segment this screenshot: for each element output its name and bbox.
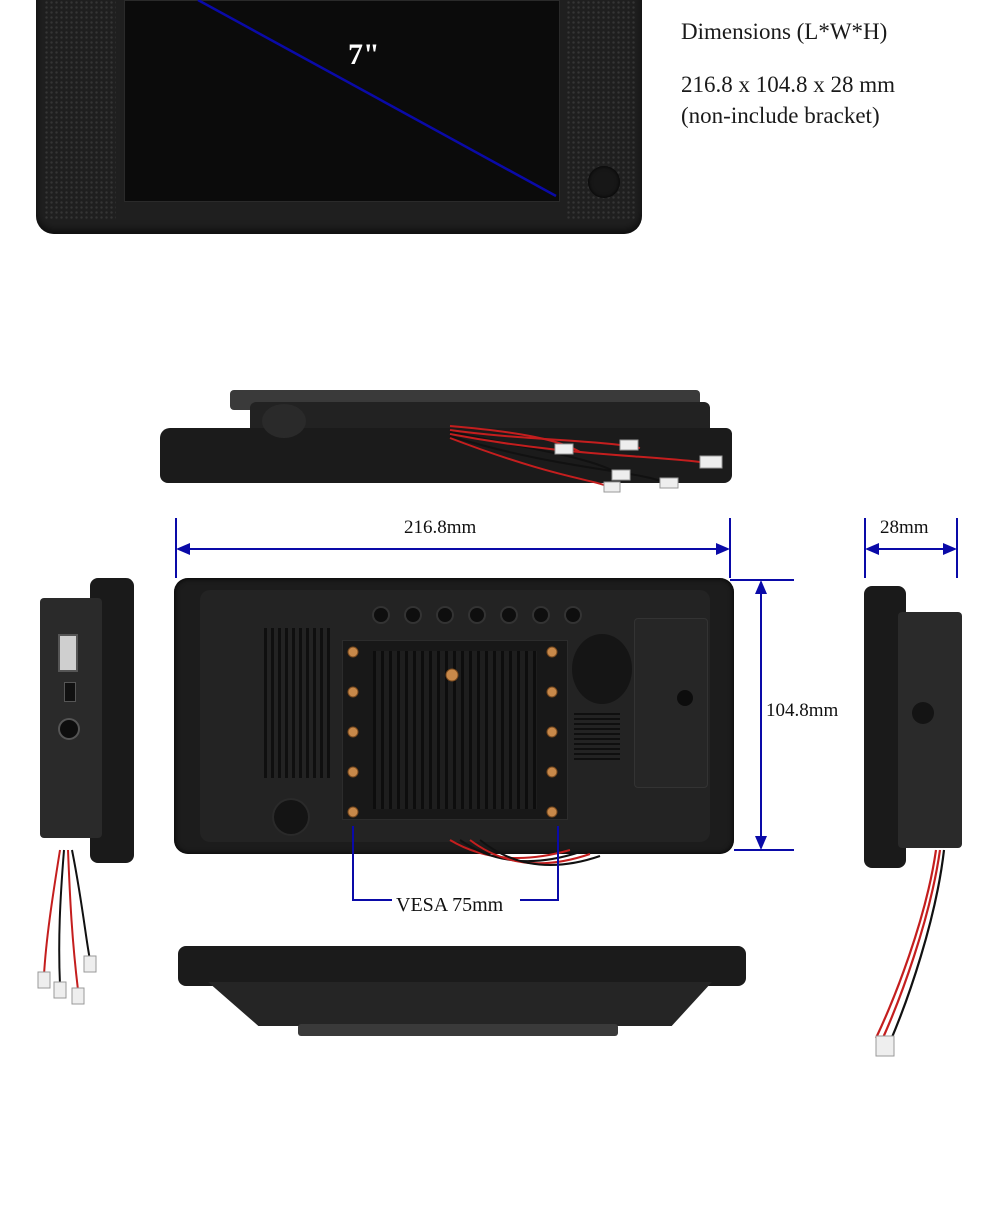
front-view-device: [36, 0, 642, 234]
vesa-label: VESA 75mm: [396, 894, 504, 916]
rear-button: [534, 608, 548, 622]
usb-port: [58, 634, 78, 672]
rear-button: [470, 608, 484, 622]
screen-size-label: 7": [348, 38, 380, 71]
left-speaker-grille: [44, 0, 116, 220]
rear-button: [502, 608, 516, 622]
vesa-bracket: [352, 826, 392, 901]
rear-button: [406, 608, 420, 622]
bottom-edge-view: [178, 946, 748, 1041]
height-arrow-top: [755, 580, 767, 594]
top-edge-bezel: [160, 428, 732, 483]
vesa-bracket-right: [520, 826, 559, 901]
rear-speaker: [572, 634, 632, 704]
rear-compartment-door: [634, 618, 708, 788]
dc-port: [60, 720, 78, 738]
top-edge-knob: [262, 404, 306, 438]
bottom-edge-bezel: [178, 946, 746, 986]
spec-bracket-note: (non-include bracket): [681, 103, 880, 128]
screen-diagonal-line: [197, 0, 557, 198]
rear-right-vent: [574, 712, 620, 760]
spec-heading: Dimensions (L*W*H): [681, 19, 888, 44]
right-side-knob: [912, 702, 934, 724]
vesa-center-pad: [445, 668, 459, 682]
rear-wire-bundle: [449, 839, 601, 866]
switch-port: [64, 682, 76, 702]
height-arrow-bottom: [755, 836, 767, 850]
length-arrow-right: [716, 543, 730, 555]
length-arrow-left: [176, 543, 190, 555]
rear-button-row: [374, 608, 604, 628]
bottom-edge-ridge: [298, 1024, 618, 1036]
rear-left-vent: [264, 628, 330, 778]
depth-arrow-left: [865, 543, 879, 555]
rear-view-device: [174, 578, 734, 854]
top-edge-view: [160, 388, 740, 488]
height-label: 104.8mm: [766, 700, 839, 721]
vesa-right-pads: [546, 646, 558, 818]
vesa-mount-plate: [342, 640, 568, 820]
spec-dimensions-value: 216.8 x 104.8 x 28 mm: [681, 72, 896, 97]
depth-label: 28mm: [880, 517, 929, 538]
length-label: 216.8mm: [404, 517, 477, 538]
right-side-body: [898, 612, 962, 848]
rear-button: [374, 608, 388, 622]
display-screen: [124, 0, 560, 202]
rear-button: [438, 608, 452, 622]
bottom-edge-back: [208, 982, 712, 1026]
rear-screw-hole: [677, 690, 693, 706]
right-side-view: [864, 586, 968, 868]
rear-button: [566, 608, 580, 622]
vesa-left-pads: [347, 646, 359, 818]
left-side-view: [30, 578, 134, 863]
rear-knob: [274, 800, 308, 834]
depth-arrow-right: [943, 543, 957, 555]
ir-sensor: [588, 166, 620, 198]
